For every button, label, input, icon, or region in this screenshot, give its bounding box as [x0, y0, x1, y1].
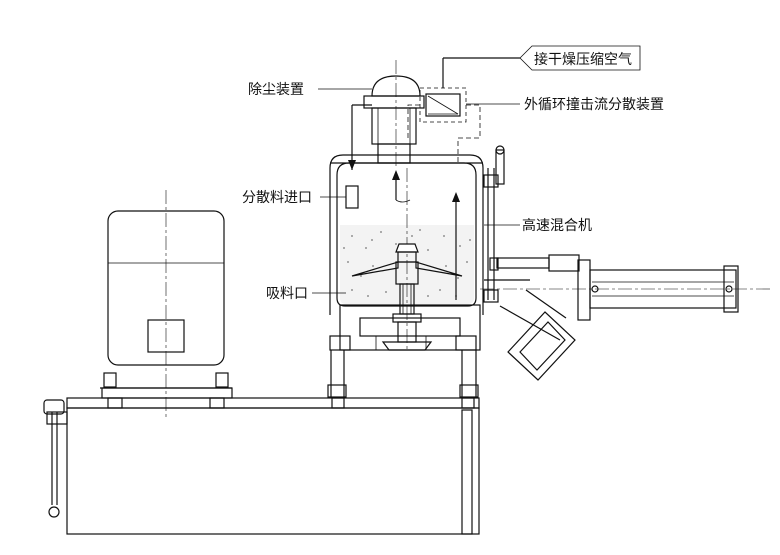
motor — [100, 190, 233, 420]
label-external-circulation: 外循环撞击流分散装置 — [524, 97, 664, 113]
mixer-vessel — [329, 145, 505, 315]
label-dispersion-inlet: 分散料进口 — [242, 190, 312, 206]
label-suction-port: 吸料口 — [266, 286, 308, 302]
dust-removal-unit — [363, 60, 425, 203]
label-dry-compressed-air: 接干燥压缩空气 — [534, 51, 632, 68]
label-high-speed-mixer: 高速混合机 — [522, 217, 592, 234]
base-cabinet — [43, 397, 480, 535]
label-dust-removal: 除尘装置 — [248, 82, 304, 98]
impinging-stream-device — [407, 57, 520, 163]
agitator — [351, 168, 463, 351]
mixer-frame — [327, 304, 481, 409]
dust-duct — [345, 104, 460, 300]
discharge-cylinder — [480, 254, 770, 381]
leader-lines — [312, 45, 641, 294]
